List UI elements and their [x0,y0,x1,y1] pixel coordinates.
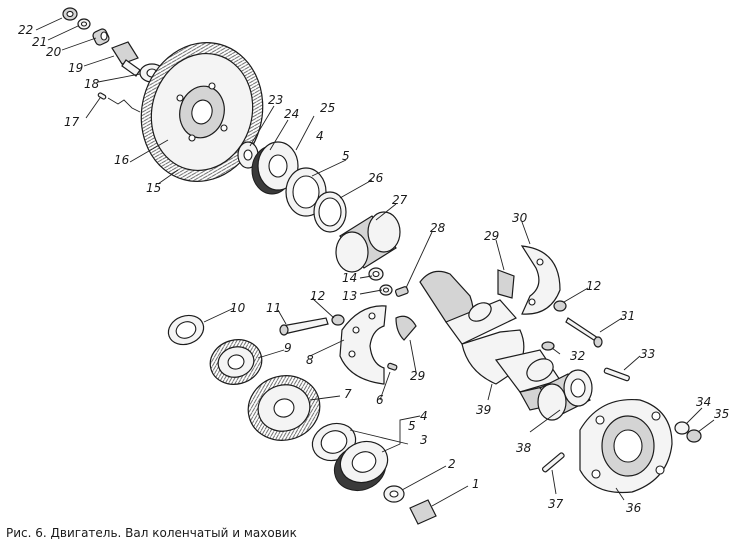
gear-9 [209,339,263,385]
nut-22 [62,7,78,21]
washer-34 [674,421,690,435]
washer-13 [379,284,393,296]
part-labels: 22 21 20 19 18 17 16 15 23 24 25 4 5 26 … [18,23,729,515]
nut-12-left [331,314,345,326]
label-33: 33 [640,347,655,361]
label-13: 13 [342,289,357,303]
label-10: 10 [230,301,246,315]
label-5-lower: 5 [408,419,416,433]
nut-12-right [553,300,567,312]
bolt-19 [111,41,141,77]
label-21: 21 [32,35,47,49]
nut-35 [686,429,702,443]
label-22: 22 [18,23,33,37]
label-4-lower: 4 [420,409,428,423]
washer-10 [167,314,205,346]
pin-32 [541,341,555,351]
ring-26 [313,191,347,233]
label-35: 35 [714,407,729,421]
bearing-3 [333,440,389,492]
stud-33 [603,367,630,382]
leader-lines [35,17,715,507]
bearing-24 [251,141,299,195]
label-7: 7 [344,387,352,401]
label-2: 2 [448,457,456,471]
label-1: 1 [472,477,480,491]
label-18: 18 [84,77,100,91]
label-28: 28 [430,221,446,235]
bushing-27 [335,211,401,273]
stud-37 [541,452,565,473]
label-8: 8 [306,353,314,367]
label-26: 26 [368,171,384,185]
gear-7 [247,375,321,441]
label-5-upper: 5 [342,149,350,163]
bushing-20 [92,28,110,46]
label-6: 6 [376,393,384,407]
label-27: 27 [392,193,408,207]
plug-1 [409,499,437,525]
label-23: 23 [268,93,283,107]
label-24: 24 [284,107,299,121]
label-15: 15 [146,181,161,195]
counterweight-8 [339,305,387,385]
label-14: 14 [342,271,357,285]
cover-36 [579,398,673,494]
label-34: 34 [696,395,711,409]
label-39: 39 [476,403,491,417]
label-11: 11 [266,301,281,315]
plate-29-upper [497,269,515,299]
label-37: 37 [548,497,564,511]
label-30: 30 [512,211,528,225]
label-19: 19 [68,61,83,75]
bolt-28 [394,286,409,297]
label-3: 3 [420,433,428,447]
label-32: 32 [570,349,585,363]
label-17: 17 [64,115,80,129]
bolt-31 [565,317,603,348]
label-4-upper: 4 [316,129,324,143]
label-16: 16 [114,153,130,167]
washer-14 [368,267,384,281]
plate-29-lower [395,315,417,341]
label-29-lower: 29 [410,369,425,383]
label-29-upper: 29 [484,229,499,243]
counterweight-30 [520,245,561,315]
label-9: 9 [284,341,292,355]
label-20: 20 [46,45,62,59]
pin-17 [97,92,141,113]
pin-6 [387,362,398,371]
washer-21 [77,18,91,30]
label-12-right: 12 [586,279,601,293]
label-25: 25 [320,101,335,115]
figure-caption: Рис. 6. Двигатель. Вал коленчатый и махо… [6,526,297,540]
bolt-11 [279,317,329,336]
flywheel-15 [140,42,264,182]
label-31: 31 [620,309,635,323]
washer-2 [383,485,405,503]
label-36: 36 [626,501,642,515]
label-38: 38 [516,441,532,455]
label-12-left: 12 [310,289,325,303]
